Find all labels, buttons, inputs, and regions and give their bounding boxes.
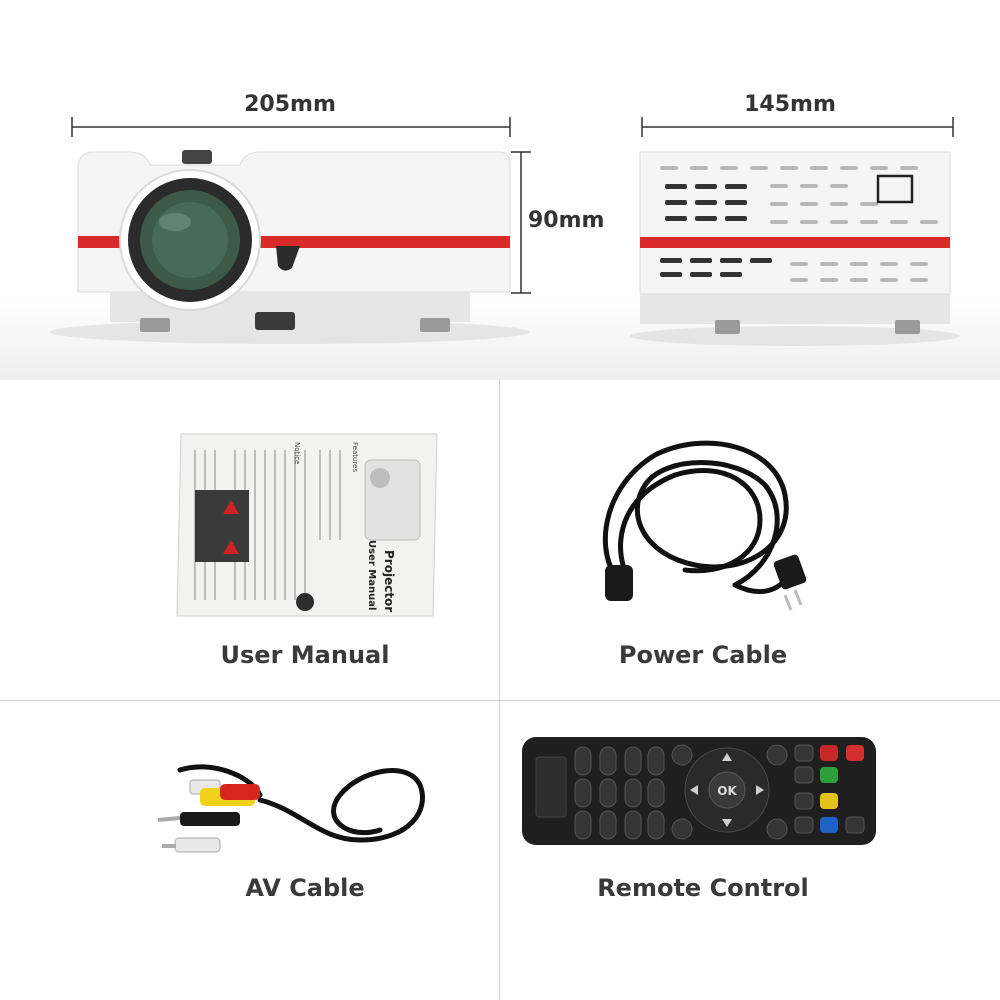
av-cable-label: AV Cable	[245, 874, 365, 902]
remote-ok-text: OK	[717, 784, 737, 798]
remote-control-label: Remote Control	[597, 874, 809, 902]
projector-views	[50, 117, 960, 346]
width-dimension-line	[71, 117, 511, 137]
remote-control-image: OK	[522, 737, 876, 845]
projector-front-view	[50, 150, 530, 344]
power-cable-image	[602, 440, 807, 611]
manual-subtitle-text: User Manual	[366, 540, 377, 610]
user-manual-label: User Manual	[220, 641, 390, 669]
manual-notice-text: Notice	[293, 442, 301, 464]
grid-divider-vertical	[499, 380, 500, 1000]
power-cable-label: Power Cable	[618, 641, 788, 669]
manual-features-text: Features	[351, 442, 359, 472]
user-manual-image: Projector User Manual Features Notice	[176, 433, 438, 617]
height-dimension-label: 90mm	[528, 208, 605, 233]
av-cable-image	[157, 764, 425, 853]
grid-divider-horizontal	[0, 700, 1000, 701]
width-dimension-label: 205mm	[244, 92, 336, 117]
depth-dimension-label: 145mm	[744, 92, 836, 117]
height-dimension-line	[511, 151, 531, 294]
depth-dimension-line	[641, 117, 954, 137]
manual-title-text: Projector	[382, 550, 396, 612]
projector-side-view	[630, 151, 960, 346]
